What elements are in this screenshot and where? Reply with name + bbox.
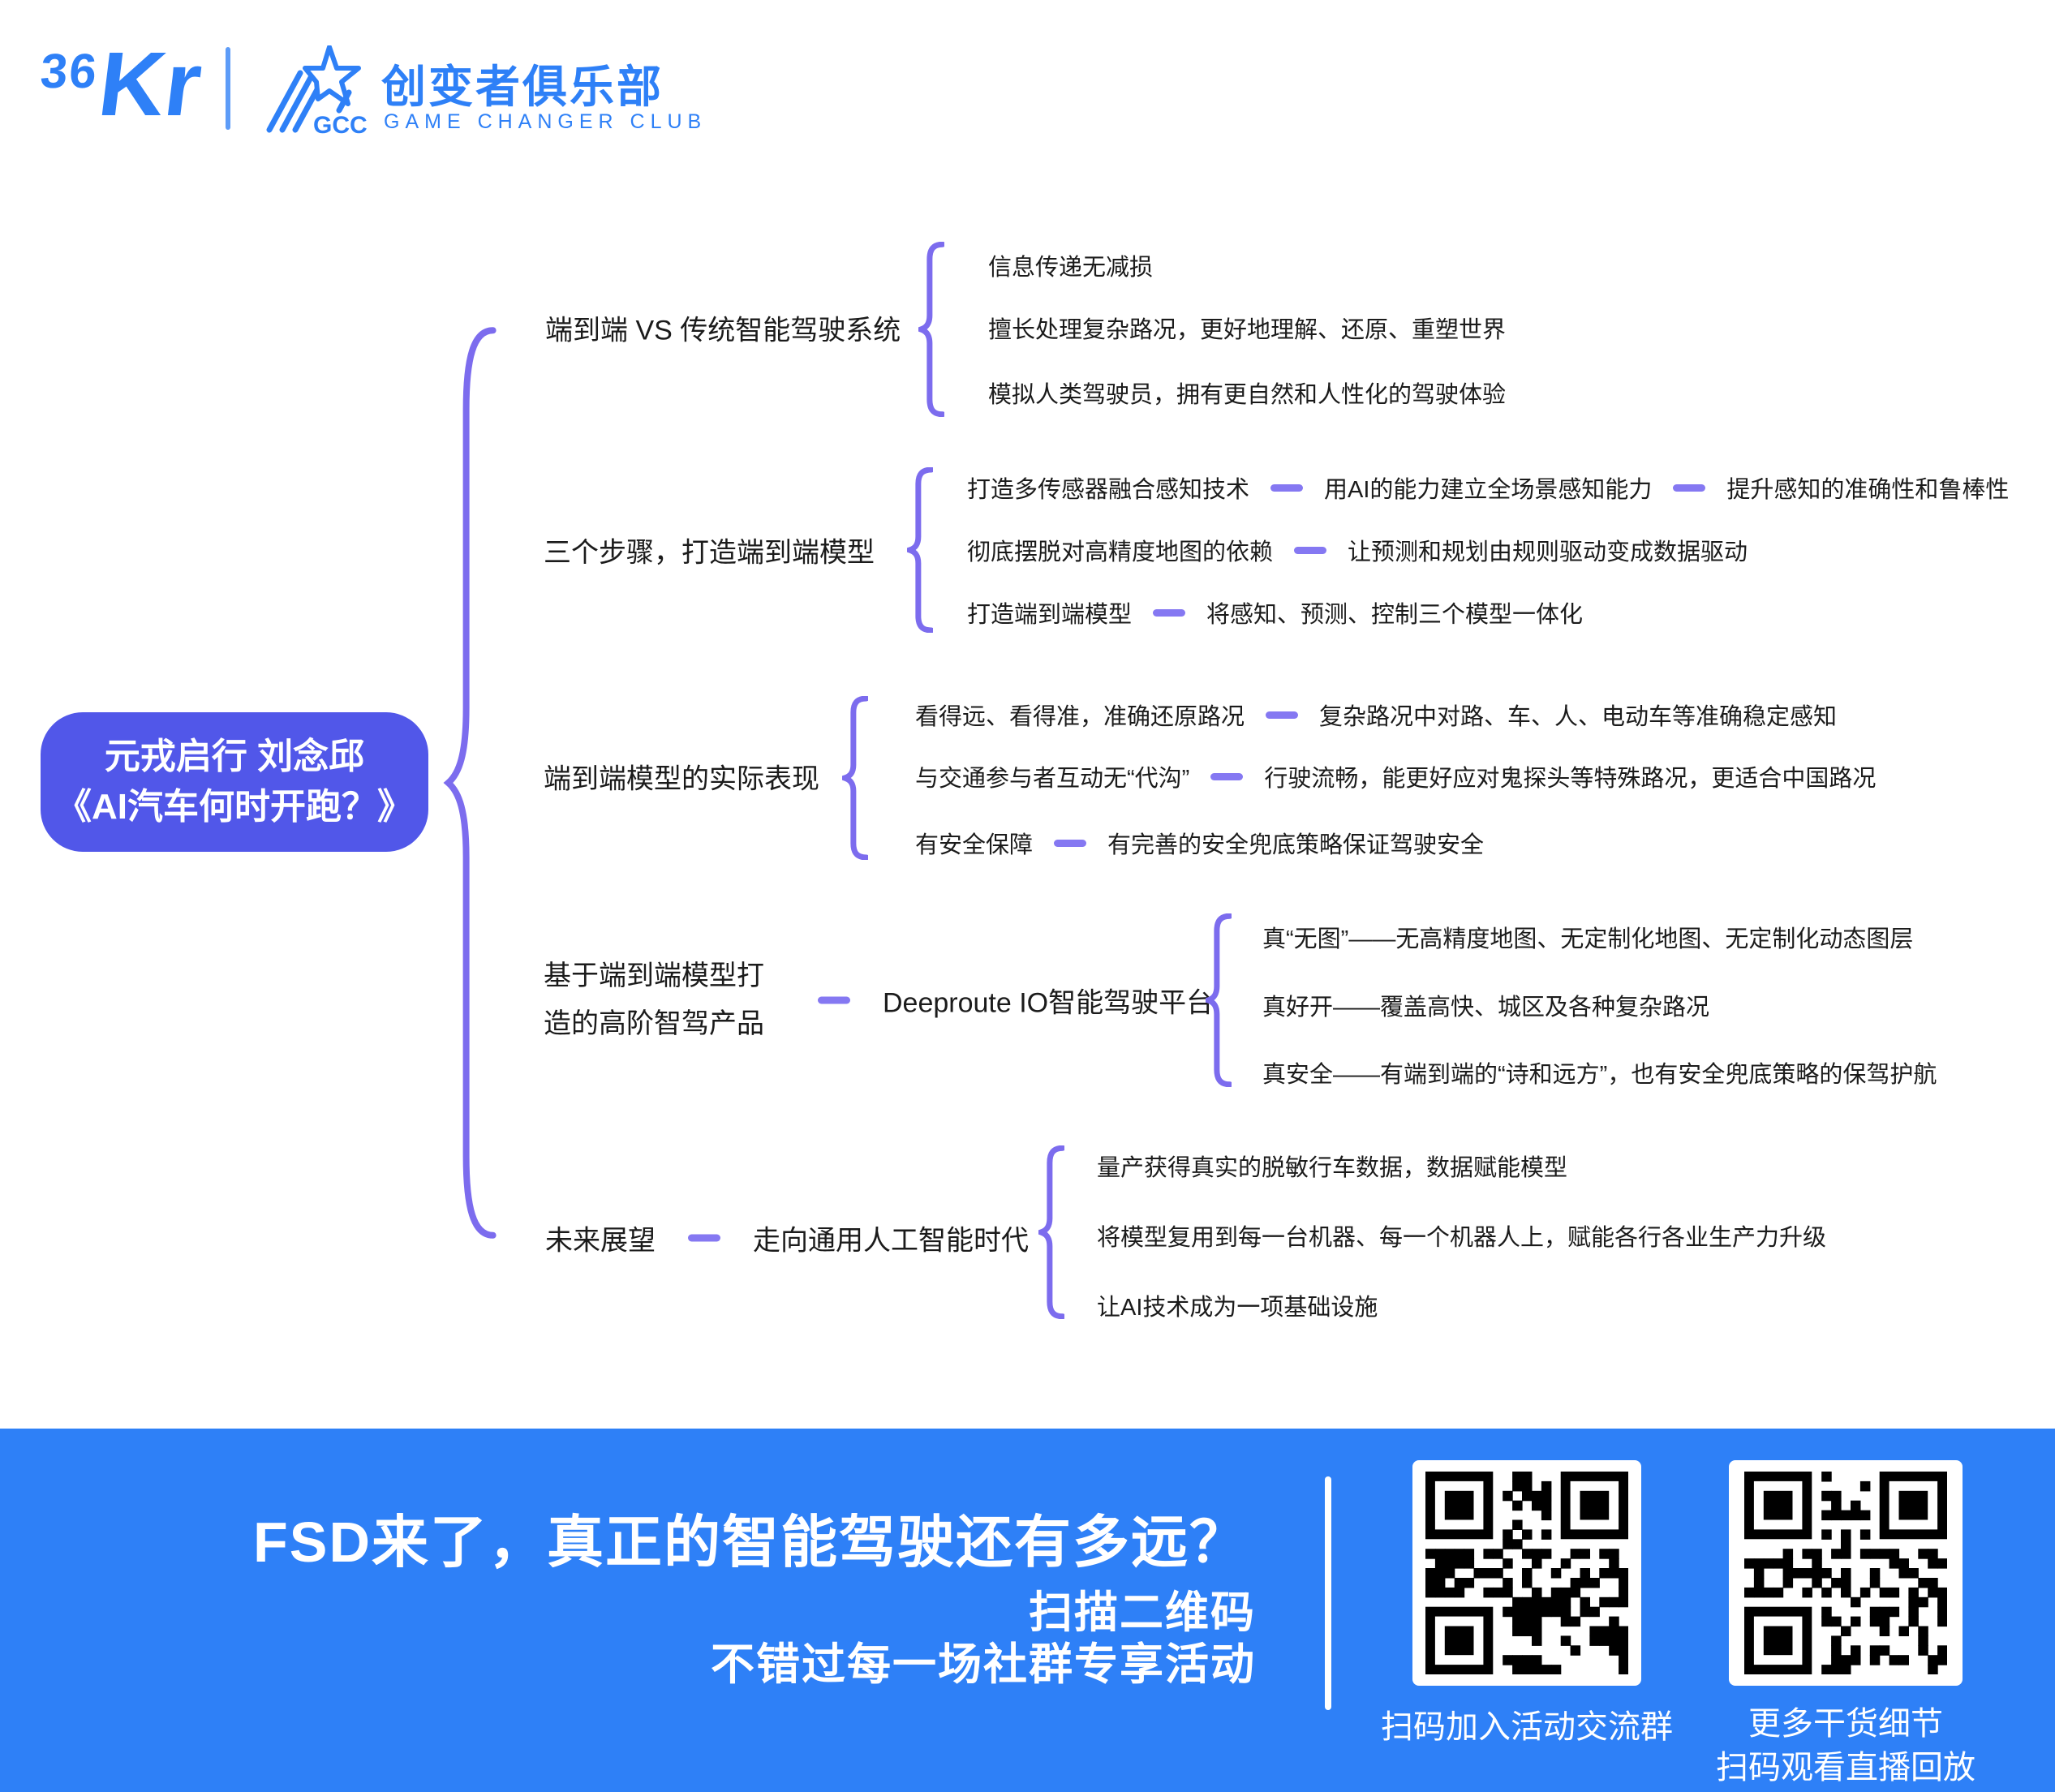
branch4-node: Deeproute IO智能驾驶平台 (883, 987, 1215, 1019)
branch5-item1: 量产获得真实的脱敏行车数据，数据赋能模型 (1097, 1149, 1567, 1183)
node-text: 让预测和规划由规则驱动变成数据驱动 (1348, 539, 1748, 565)
gcc-star-icon: GCC (266, 45, 368, 136)
banner-title: FSD来了，真正的智能驾驶还有多远？ (253, 1511, 1248, 1574)
club-subtitle: GAME CHANGER CLUB (384, 110, 707, 133)
node-text: 提升感知的准确性和鲁棒性 (1726, 477, 2010, 503)
node-text: 真好开——覆盖高快、城区及各种复杂路况 (1262, 995, 1710, 1021)
branch4-brace (1206, 913, 1232, 1087)
branch5-item2: 将模型复用到每一台机器、每一个机器人上，赋能各行各业生产力升级 (1097, 1218, 1826, 1253)
mindmap-root-node: 元戎启行 刘念邱 《AI汽车何时开跑？》 (41, 712, 428, 852)
node-text: 真“无图”——无高精度地图、无定制化地图、无定制化动态图层 (1262, 926, 1914, 952)
root-line1: 元戎启行 刘念邱 (104, 737, 365, 776)
node-text: 量产获得真实的脱敏行车数据，数据赋能模型 (1097, 1155, 1568, 1181)
branch2-item1: 打造多传感器融合感知技术 用AI的能力建立全场景感知能力 提升感知的准确性和鲁棒… (967, 471, 2009, 505)
connector-dash (1054, 839, 1087, 847)
branch5-node: 走向通用人工智能时代 (753, 1225, 1029, 1257)
header-divider (226, 47, 230, 130)
qr-left-caption: 扫码加入活动交流群 (1381, 1709, 1673, 1745)
connector-dash (1673, 483, 1706, 492)
branch2-item3: 打造端到端模型 将感知、预测、控制三个模型一体化 (967, 595, 1583, 630)
node-text: 行驶流畅，能更好应对鬼探头等特殊路况，更适合中国路况 (1264, 766, 1877, 792)
node-text: 打造多传感器融合感知技术 (967, 477, 1250, 503)
node-text: 用AI的能力建立全场景感知能力 (1324, 477, 1653, 503)
branch5-label: 未来展望 (545, 1225, 656, 1257)
connector-dash (1270, 483, 1304, 492)
branch5-chain: 未来展望 走向通用人工智能时代 (545, 1218, 1029, 1258)
qr-code-image (1744, 1472, 1947, 1674)
club-name: 创变者俱乐部 (381, 62, 664, 112)
banner-subtitle: 扫描二维码 不错过每一场社群专享活动 (487, 1587, 1256, 1691)
branch1-brace (918, 242, 944, 417)
node-text: 擅长处理复杂路况，更好地理解、还原、重塑世界 (988, 317, 1507, 343)
branch2-label: 三个步骤，打造端到端模型 (544, 537, 875, 569)
banner-subtitle-line1: 扫描二维码 (1029, 1588, 1256, 1637)
footer-banner (0, 1429, 2055, 1792)
branch3-label: 端到端模型的实际表现 (544, 763, 819, 795)
node-text: 将模型复用到每一台机器、每一个机器人上，赋能各行各业生产力升级 (1097, 1225, 1827, 1251)
logo-36kr-36: 36 (38, 44, 101, 98)
qr-right-caption-line2: 扫码观看直播回放 (1716, 1750, 1975, 1786)
branch5-brace (1038, 1145, 1064, 1319)
branch3-brace (842, 696, 868, 860)
branch2-brace (907, 467, 933, 633)
node-text: 让AI技术成为一项基础设施 (1097, 1295, 1378, 1321)
branch4-label: 基于端到端模型打 造的高阶智驾产品 (544, 960, 764, 1039)
branch4-item2: 真好开——覆盖高快、城区及各种复杂路况 (1262, 988, 1709, 1022)
gcc-acronym-label: GCC (313, 112, 368, 136)
branch5-item3: 让AI技术成为一项基础设施 (1097, 1288, 1378, 1322)
qr-code-replay (1729, 1460, 1963, 1686)
connector-dash (1153, 608, 1186, 617)
logo-36kr: 36 Kr (38, 33, 207, 135)
branch3-item2: 与交通参与者互动无“代沟” 行驶流畅，能更好应对鬼探头等特殊路况，更适合中国路况 (915, 759, 1876, 793)
root-line2: 《AI汽车何时开跑？》 (56, 787, 413, 827)
node-text: 有完善的安全兜底策略保证驾驶安全 (1107, 832, 1485, 858)
connector-dash (818, 996, 850, 1004)
connector-dash (1294, 546, 1327, 554)
node-text: 信息传递无减损 (988, 255, 1154, 281)
connector-dash (1266, 711, 1299, 719)
branch1-item3: 模拟人类驾驶员，拥有更自然和人性化的驾驶体验 (988, 376, 1506, 410)
node-text: 真安全——有端到端的“诗和远方”，也有安全兜底策略的保驾护航 (1262, 1062, 1937, 1088)
branch1-item2: 擅长处理复杂路况，更好地理解、还原、重塑世界 (988, 311, 1506, 345)
node-text: 模拟人类驾驶员，拥有更自然和人性化的驾驶体验 (988, 382, 1507, 408)
banner-subtitle-line2: 不错过每一场社群专享活动 (711, 1640, 1256, 1689)
branch4-item1: 真“无图”——无高精度地图、无定制化地图、无定制化动态图层 (1262, 920, 1913, 954)
qr-right-caption-line1: 更多干货细节 (1748, 1706, 1943, 1742)
qr-right-caption: 更多干货细节 扫码观看直播回放 (1687, 1702, 2004, 1790)
branch4-chain: Deeproute IO智能驾驶平台 (818, 981, 1214, 1021)
qr-code-image (1425, 1472, 1628, 1674)
node-text: 将感知、预测、控制三个模型一体化 (1206, 602, 1584, 628)
branch2-item2: 彻底摆脱对高精度地图的依赖 让预测和规划由规则驱动变成数据驱动 (967, 533, 1748, 567)
connector-dash (688, 1234, 720, 1242)
banner-divider (1325, 1476, 1331, 1710)
node-text: 彻底摆脱对高精度地图的依赖 (967, 539, 1274, 565)
branch1-label: 端到端 VS 传统智能驾驶系统 (545, 315, 901, 346)
node-text: 打造端到端模型 (967, 602, 1133, 628)
connector-dash (1210, 772, 1244, 780)
branch1-item1: 信息传递无减损 (988, 248, 1153, 282)
branch4-item3: 真安全——有端到端的“诗和远方”，也有安全兜底策略的保驾护航 (1262, 1055, 1937, 1089)
node-text: 与交通参与者互动无“代沟” (915, 766, 1190, 792)
root-brace (443, 316, 497, 1249)
logo-36kr-kr: Kr (93, 33, 207, 135)
node-text: 看得远、看得准，准确还原路况 (915, 704, 1245, 730)
qr-code-join-group (1412, 1460, 1641, 1686)
node-text: 复杂路况中对路、车、人、电动车等准确稳定感知 (1319, 704, 1838, 730)
branch3-item1: 看得远、看得准，准确还原路况 复杂路况中对路、车、人、电动车等准确稳定感知 (915, 698, 1837, 732)
branch3-item3: 有安全保障 有完善的安全兜底策略保证驾驶安全 (915, 826, 1484, 860)
node-text: 有安全保障 (915, 832, 1034, 858)
